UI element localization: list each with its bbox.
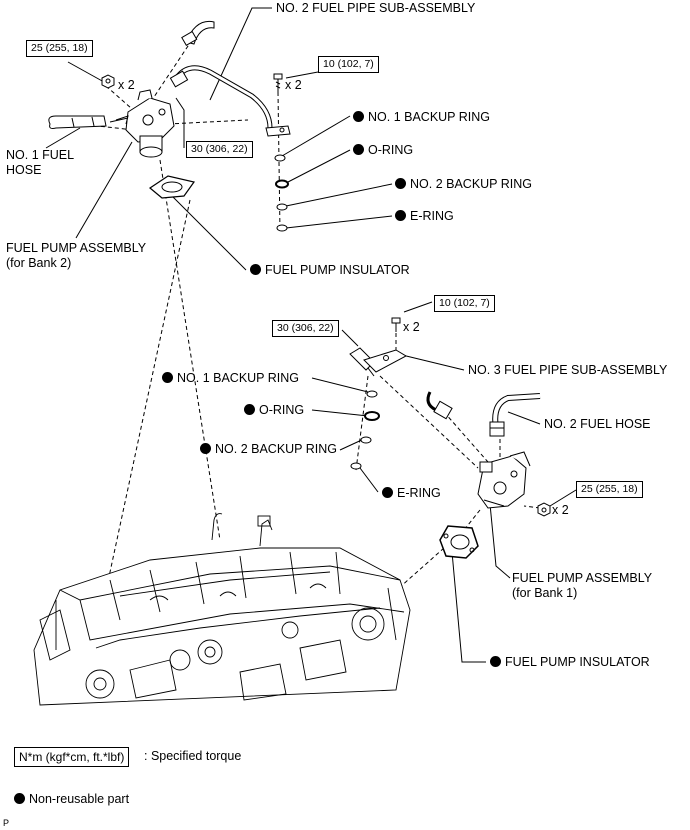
no2-fuel-hose-drawing [489,393,541,437]
lower-rings-drawing [350,390,380,470]
lower-no1-backup-ring-label: NO. 1 BACKUP RING [162,371,299,386]
legend-torque-text: : Specified torque [144,749,242,763]
non-reusable-dot-icon [162,372,173,383]
corner-tag: P [3,818,10,828]
lower-connector-drawing [426,391,453,420]
lower-pipe-bolt-torque: 10 (102, 7) [434,295,495,312]
upper-insulator-drawing [148,175,196,199]
fuel-pump-bank1-label: FUEL PUMP ASSEMBLY (for Bank 1) [512,571,652,600]
lower-pump-nut-torque: 25 (255, 18) [576,481,643,498]
lower-nut-drawing [537,502,551,517]
upper-pipe-bolt-qty: x 2 [285,78,302,92]
upper-pipe-bolt-torque: 10 (102, 7) [318,56,379,73]
lower-insulator-drawing [439,525,479,559]
upper-no2-backup-ring-label: NO. 2 BACKUP RING [395,177,532,192]
non-reusable-dot-icon [395,210,406,221]
non-reusable-dot-icon [353,144,364,155]
non-reusable-dot-icon [490,656,501,667]
upper-pipe-nut-torque: 30 (306, 22) [186,141,253,158]
upper-o-ring-label: O-RING [353,143,413,158]
lower-pump-nut-qty: x 2 [552,503,569,517]
upper-bolt-drawing [273,73,283,92]
engine-drawing [33,513,411,706]
upper-rings-drawing [274,154,289,232]
no2-fuel-hose-label: NO. 2 FUEL HOSE [544,417,651,431]
fuel-pump-bank2-label: FUEL PUMP ASSEMBLY (for Bank 2) [6,241,146,270]
legend-torque-box: N*m (kgf*cm, ft.*lbf) [14,747,130,767]
lower-bolt-drawing [391,317,401,332]
non-reusable-dot-icon [382,487,393,498]
lower-pipe-bolt-qty: x 2 [403,320,420,334]
lower-e-ring-label: E-RING [382,486,441,501]
upper-pump-nut-qty: x 2 [118,78,135,92]
upper-fuel-pump-insulator-label: FUEL PUMP INSULATOR [250,263,410,278]
lower-pipe-nut-torque: 30 (306, 22) [272,320,339,337]
non-reusable-dot-icon [353,111,364,122]
lower-fuel-pump-insulator-label: FUEL PUMP INSULATOR [490,655,650,670]
no2-fuel-pipe-label: NO. 2 FUEL PIPE SUB-ASSEMBLY [276,1,476,15]
non-reusable-dot-icon [244,404,255,415]
upper-e-ring-label: E-RING [395,209,454,224]
lower-o-ring-label: O-RING [244,403,304,418]
non-reusable-dot-icon [250,264,261,275]
upper-no1-backup-ring-label: NO. 1 BACKUP RING [353,110,490,125]
fuel-pump-bank1-drawing [477,451,531,509]
no1-fuel-hose-drawing [48,115,107,129]
no3-fuel-pipe-label: NO. 3 FUEL PIPE SUB-ASSEMBLY [468,363,668,377]
no3-fuel-pipe-drawing [349,347,408,377]
upper-hose-clip-drawing [181,20,215,47]
lower-no2-backup-ring-label: NO. 2 BACKUP RING [200,442,340,457]
fuel-pump-bank2-drawing [109,89,175,158]
non-reusable-dot-icon [200,443,211,454]
upper-nut-drawing [101,74,115,89]
no2-fuel-pipe-drawing [169,65,291,137]
upper-pump-nut-torque: 25 (255, 18) [26,40,93,57]
non-reusable-dot-icon [14,793,25,804]
no1-fuel-hose-label: NO. 1 FUEL HOSE [6,148,74,177]
legend-nonreusable: Non-reusable part [14,792,129,807]
non-reusable-dot-icon [395,178,406,189]
leader-lines [45,7,577,663]
